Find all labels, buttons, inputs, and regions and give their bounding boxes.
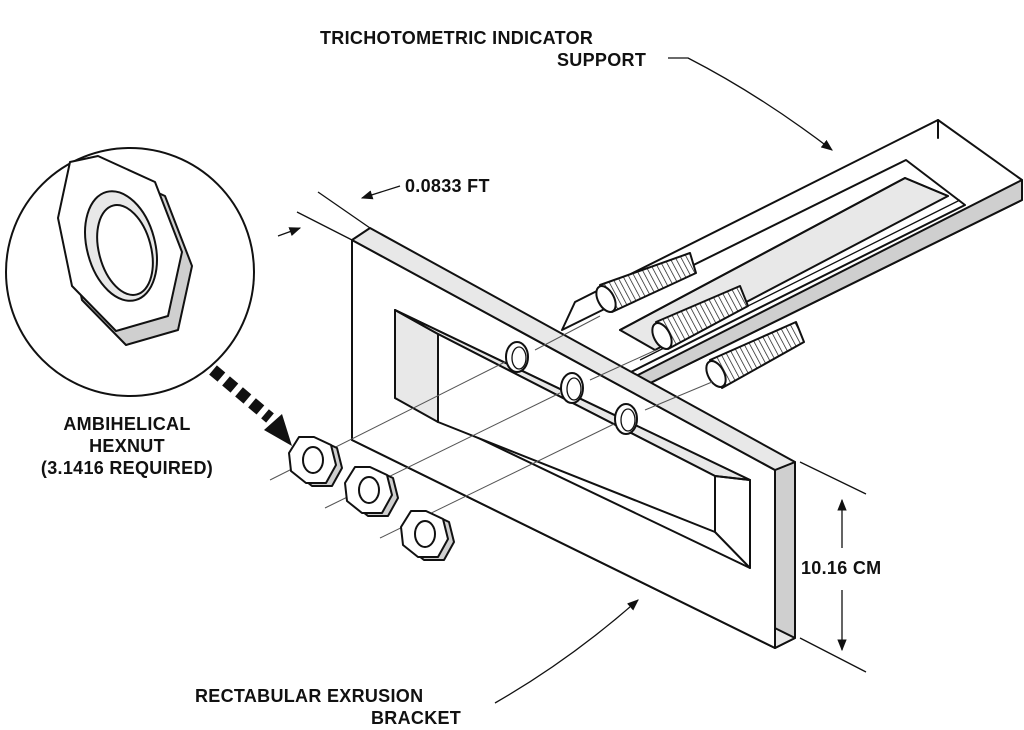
hexnut-label-line3: (3.1416 REQUIRED) <box>40 458 214 478</box>
bracket-label-line2: BRACKET <box>371 708 462 728</box>
hexnut-label-line2: HEXNUT <box>89 436 165 456</box>
hexnut-3 <box>400 510 455 561</box>
leader-lines <box>494 57 833 704</box>
hexnut-label-line1: AMBIHELICAL <box>63 414 191 434</box>
magnified-hexnut <box>57 155 193 346</box>
bracket-hole-1 <box>505 341 529 373</box>
threaded-rod-2 <box>651 285 749 350</box>
height-label: 10.16 CM <box>801 557 882 579</box>
bracket-hole-3 <box>614 403 638 435</box>
thickness-label: 0.0833 FT <box>405 176 490 196</box>
callout-dashed-arrow <box>209 365 292 446</box>
threaded-rod-3 <box>705 321 805 389</box>
extrusion-bracket <box>351 227 796 649</box>
hexnuts <box>288 436 455 561</box>
bracket-label: RECTABULAR EXRUSION BRACKET <box>195 685 461 729</box>
support-label-line2: SUPPORT <box>557 50 647 70</box>
support-label: TRICHOTOMETRIC INDICATOR SUPPORT <box>320 27 646 71</box>
threaded-rod-1 <box>595 252 697 313</box>
indicator-support <box>561 119 1023 393</box>
bracket-label-line1: RECTABULAR EXRUSION <box>195 686 424 706</box>
support-label-line1: TRICHOTOMETRIC INDICATOR <box>320 28 594 48</box>
hexnut-2 <box>344 466 399 517</box>
threaded-rods <box>595 252 805 389</box>
thickness-dimension <box>277 185 401 241</box>
hexnut-label: AMBIHELICAL HEXNUT (3.1416 REQUIRED) <box>22 413 232 479</box>
hexnut-1 <box>288 436 343 487</box>
hexnut-magnifier-callout <box>5 147 292 446</box>
bracket-hole-2 <box>560 372 584 404</box>
height-dimension <box>799 461 867 673</box>
